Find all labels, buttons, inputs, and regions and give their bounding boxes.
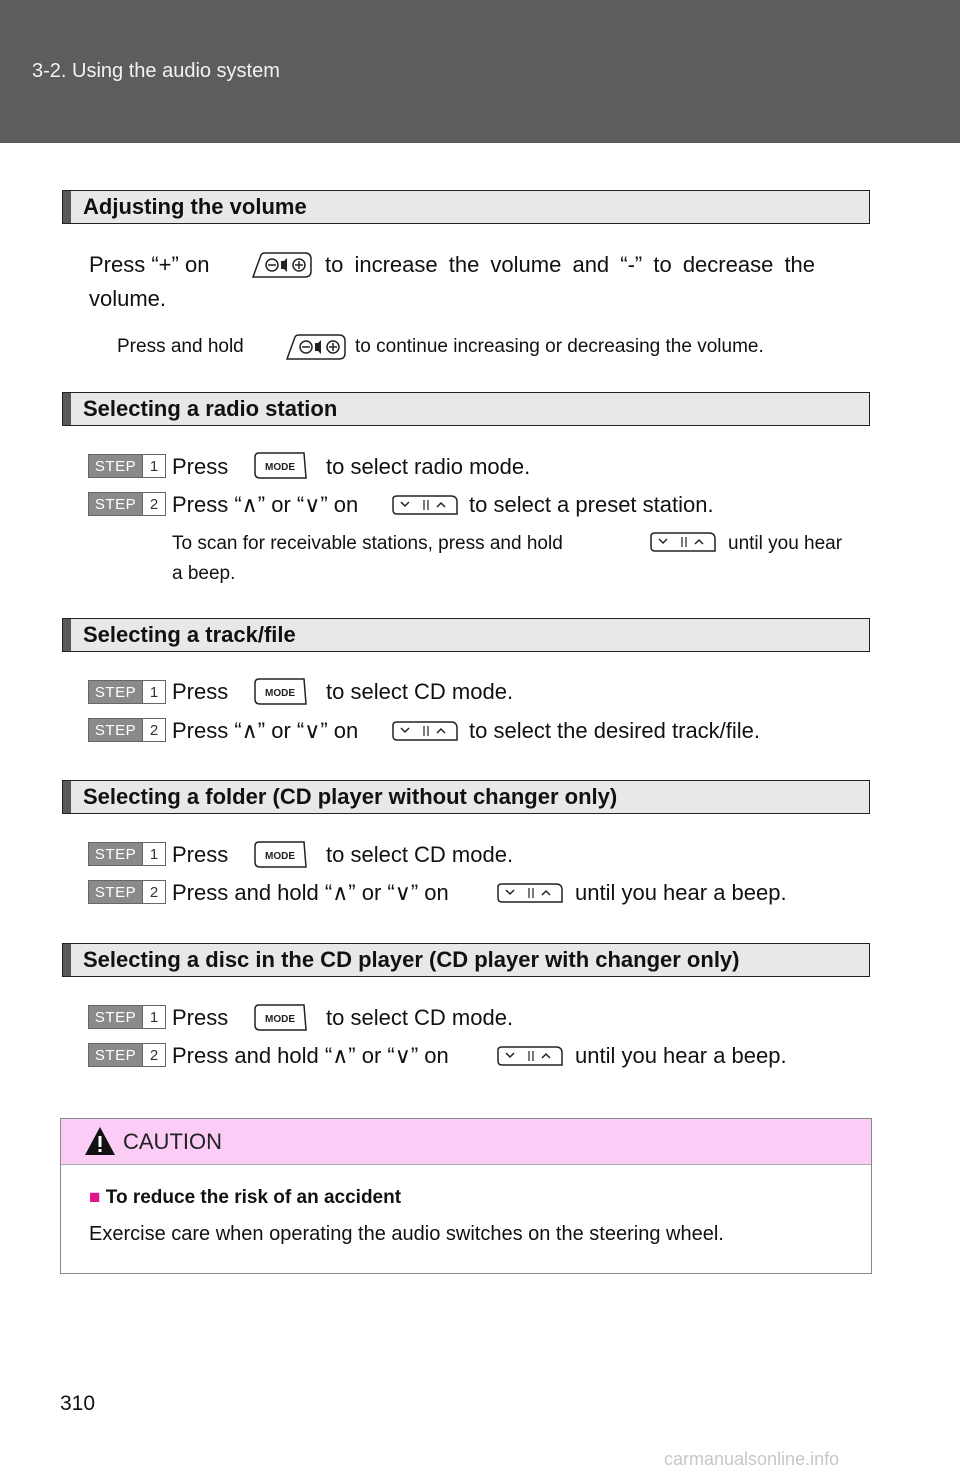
volume-switch-icon bbox=[251, 252, 312, 278]
volume-note-end: to continue increasing or decreasing the… bbox=[355, 336, 764, 357]
seek-switch-icon bbox=[497, 1046, 563, 1066]
track-step1-text-start: Press bbox=[172, 679, 229, 704]
step-badge: STEP 2 bbox=[88, 492, 166, 516]
volume-text-start: Press “+” on bbox=[89, 252, 210, 277]
step-number: 1 bbox=[142, 455, 165, 477]
mode-label: MODE bbox=[265, 851, 295, 862]
step-label: STEP bbox=[89, 719, 142, 741]
seek-switch-icon bbox=[392, 721, 458, 741]
seek-switch-icon bbox=[497, 883, 563, 903]
step-number: 1 bbox=[142, 843, 165, 865]
seek-switch-icon bbox=[392, 495, 458, 515]
step-label: STEP bbox=[89, 881, 142, 903]
step-label: STEP bbox=[89, 1044, 142, 1066]
radio-step2-text-end: to select a preset station. bbox=[469, 492, 714, 517]
volume-switch-icon bbox=[285, 334, 346, 360]
radio-note-line2: a beep. bbox=[172, 563, 236, 584]
section-header-track: Selecting a track/file bbox=[62, 618, 870, 652]
volume-text-end: to increase the volume and “-” to decrea… bbox=[325, 252, 816, 277]
radio-step2-text-start: Press “∧” or “∨” on bbox=[172, 492, 359, 517]
folder-step2-text-start: Press and hold “∧” or “∨” on bbox=[172, 880, 449, 905]
disc-step1-text-end: to select CD mode. bbox=[326, 1005, 514, 1030]
section-title: Selecting a radio station bbox=[83, 396, 338, 421]
section-title: Adjusting the volume bbox=[83, 194, 307, 219]
step-number: 1 bbox=[142, 681, 165, 703]
track-step2-text-start: Press “∧” or “∨” on bbox=[172, 718, 359, 743]
section-breadcrumb: 3-2. Using the audio system bbox=[32, 60, 280, 82]
step-label: STEP bbox=[89, 455, 142, 477]
step-number: 2 bbox=[142, 881, 165, 903]
step-label: STEP bbox=[89, 681, 142, 703]
folder-step1-text-end: to select CD mode. bbox=[326, 842, 514, 867]
mode-label: MODE bbox=[265, 688, 295, 699]
step-badge: STEP 1 bbox=[88, 1005, 166, 1029]
disc-step2-text-end: until you hear a beep. bbox=[575, 1043, 787, 1068]
track-step2-text-end: to select the desired track/file. bbox=[469, 718, 761, 743]
caution-item-title: ■ To reduce the risk of an accident bbox=[89, 1187, 401, 1209]
mode-button-icon: MODE bbox=[254, 452, 307, 479]
mode-label: MODE bbox=[265, 462, 295, 473]
page-number: 310 bbox=[60, 1392, 96, 1415]
section-header-radio: Selecting a radio station bbox=[62, 392, 870, 426]
step-number: 2 bbox=[142, 493, 165, 515]
section-title: Selecting a disc in the CD player (CD pl… bbox=[83, 947, 740, 972]
radio-note-start: To scan for receivable stations, press a… bbox=[172, 533, 563, 554]
step-number: 2 bbox=[142, 1044, 165, 1066]
watermark: carmanualsonline.info bbox=[664, 1449, 840, 1469]
folder-step1-text-start: Press bbox=[172, 842, 229, 867]
step-number: 1 bbox=[142, 1006, 165, 1028]
volume-text-line2: volume. bbox=[89, 286, 167, 311]
mode-button-icon: MODE bbox=[254, 1004, 307, 1031]
mode-button-icon: MODE bbox=[254, 841, 307, 868]
caution-box: CAUTION ■ To reduce the risk of an accid… bbox=[60, 1118, 872, 1274]
section-header-volume: Adjusting the volume bbox=[62, 190, 870, 224]
caution-header: CAUTION bbox=[61, 1119, 871, 1165]
step-badge: STEP 1 bbox=[88, 842, 166, 866]
step-badge: STEP 1 bbox=[88, 680, 166, 704]
radio-step1-text-end: to select radio mode. bbox=[326, 454, 531, 479]
disc-step1-text-start: Press bbox=[172, 1005, 229, 1030]
section-header-folder: Selecting a folder (CD player without ch… bbox=[62, 780, 870, 814]
track-step1-text-end: to select CD mode. bbox=[326, 679, 514, 704]
warning-triangle-icon bbox=[85, 1127, 115, 1155]
section-title: Selecting a track/file bbox=[83, 622, 296, 647]
section-header-disc: Selecting a disc in the CD player (CD pl… bbox=[62, 943, 870, 977]
step-label: STEP bbox=[89, 1006, 142, 1028]
seek-switch-icon bbox=[650, 532, 716, 552]
folder-step2-text-end: until you hear a beep. bbox=[575, 880, 787, 905]
caution-item-text: Exercise care when operating the audio s… bbox=[89, 1223, 724, 1245]
page-header: 3-2. Using the audio system bbox=[0, 0, 960, 143]
mode-button-icon: MODE bbox=[254, 678, 307, 705]
section-title: Selecting a folder (CD player without ch… bbox=[83, 784, 618, 809]
step-badge: STEP 1 bbox=[88, 454, 166, 478]
step-badge: STEP 2 bbox=[88, 1043, 166, 1067]
caution-title: CAUTION bbox=[123, 1129, 222, 1154]
caution-item-heading: To reduce the risk of an accident bbox=[105, 1187, 402, 1208]
step-label: STEP bbox=[89, 843, 142, 865]
radio-step1-text-start: Press bbox=[172, 454, 229, 479]
disc-step2-text-start: Press and hold “∧” or “∨” on bbox=[172, 1043, 449, 1068]
mode-label: MODE bbox=[265, 1014, 295, 1025]
bullet-square-icon: ■ bbox=[89, 1187, 101, 1208]
step-badge: STEP 2 bbox=[88, 880, 166, 904]
step-number: 2 bbox=[142, 719, 165, 741]
step-badge: STEP 2 bbox=[88, 718, 166, 742]
volume-note-start: Press and hold bbox=[117, 336, 244, 357]
radio-note-end: until you hear bbox=[728, 533, 843, 554]
step-label: STEP bbox=[89, 493, 142, 515]
